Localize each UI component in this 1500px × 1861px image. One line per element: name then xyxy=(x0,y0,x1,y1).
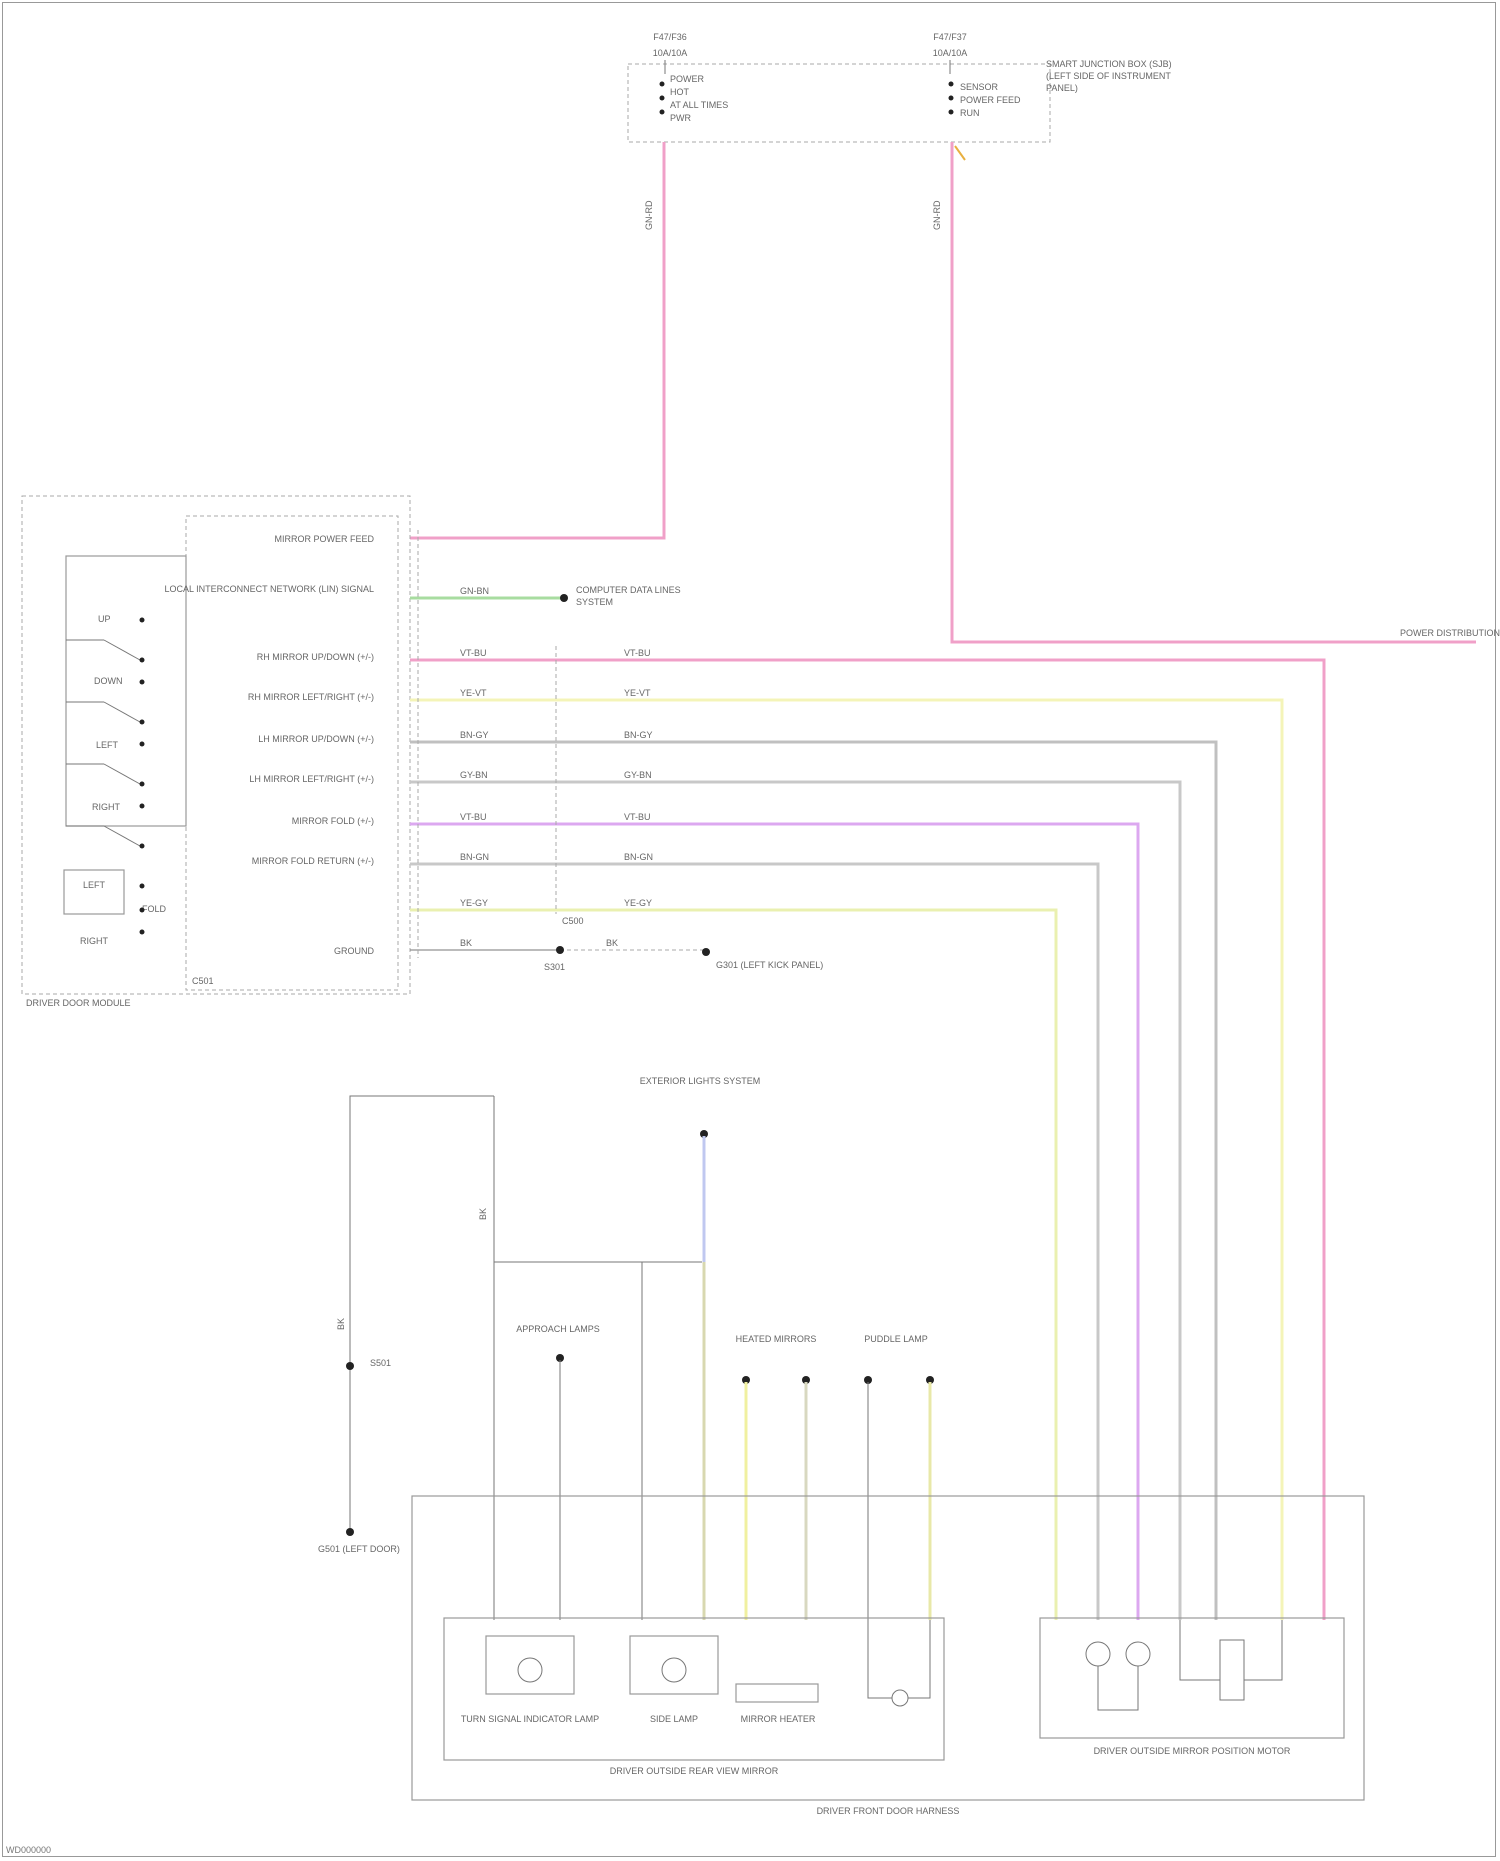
fuse-text-left-1: HOT xyxy=(670,87,690,97)
pin-func-2: RH MIRROR UP/DOWN (+/-) xyxy=(257,652,374,662)
mirror-motor-2 xyxy=(1126,1642,1150,1666)
heater-label: MIRROR HEATER xyxy=(741,1714,816,1724)
indicator-lamp-a: TURN SIGNAL INDICATOR LAMP xyxy=(461,1636,599,1724)
wire-label-6b: VT-BU xyxy=(624,812,651,822)
wire-label-feed-a: GN-RD xyxy=(644,200,654,230)
driver-door-module: DRIVER DOOR MODULE C501 UP DOWN LEFT RIG… xyxy=(22,496,410,1008)
pin-func-1: LOCAL INTERCONNECT NETWORK (LIN) SIGNAL xyxy=(164,584,374,594)
switch-left: LEFT xyxy=(66,740,145,787)
wire-label-3b: YE-VT xyxy=(624,688,651,698)
off-page-feed: POWER DISTRIBUTION xyxy=(1400,628,1500,638)
fuse-text-left-2: AT ALL TIMES xyxy=(670,100,728,110)
ground-main: G301 (LEFT KICK PANEL) xyxy=(716,960,823,970)
module-connector: C501 xyxy=(192,976,214,986)
indicator-lamp-b: SIDE LAMP xyxy=(630,1636,718,1724)
connector-inline: C500 xyxy=(562,916,584,926)
puddle-lamp xyxy=(868,1620,930,1706)
fold-motor xyxy=(1220,1640,1244,1700)
mirror-motor-label: DRIVER OUTSIDE MIRROR POSITION MOTOR xyxy=(1094,1746,1291,1756)
pin-func-3: RH MIRROR LEFT/RIGHT (+/-) xyxy=(248,692,374,702)
wire-label-9a: BK xyxy=(460,938,472,948)
fuse-text-right-2: RUN xyxy=(960,108,980,118)
wire-label-5b: GY-BN xyxy=(624,770,652,780)
wire-label-7b: BN-GN xyxy=(624,852,653,862)
fuse-text-left-3: PWR xyxy=(670,113,691,123)
selector-right: RIGHT xyxy=(80,936,109,946)
switch-label-left: LEFT xyxy=(96,740,119,750)
wire-label-door-gnd2: BK xyxy=(478,1208,488,1220)
switch-down: DOWN xyxy=(66,676,145,725)
wire-label-5a: GY-BN xyxy=(460,770,488,780)
switch-right: RIGHT xyxy=(66,802,145,849)
wire-label-4a: BN-GY xyxy=(460,730,489,740)
puddle-lamp-note: PUDDLE LAMP xyxy=(864,1334,928,1344)
wire-label-lin: GN-BN xyxy=(460,586,489,596)
module-output-wires: COMPUTER DATA LINES SYSTEM S301 G301 (LE… xyxy=(410,530,1324,1620)
splice-door: S501 xyxy=(370,1358,391,1368)
door-harness: DRIVER FRONT DOOR HARNESS DRIVER OUTSIDE… xyxy=(412,1496,1364,1816)
indicator-a-label: TURN SIGNAL INDICATOR LAMP xyxy=(461,1714,599,1724)
pin-func-4: LH MIRROR UP/DOWN (+/-) xyxy=(258,734,374,744)
fuse-text-right-0: SENSOR xyxy=(960,82,999,92)
wire-label-7a: BN-GN xyxy=(460,852,489,862)
pin-func-5: LH MIRROR LEFT/RIGHT (+/-) xyxy=(249,774,374,784)
wire-label-feed-b: GN-RD xyxy=(932,200,942,230)
fuse-text-right-1: POWER FEED xyxy=(960,95,1021,105)
wire-label-9b: BK xyxy=(606,938,618,948)
fuse-box: F47/F36 10A/10A F47/F37 10A/10A POWER HO… xyxy=(628,32,1176,142)
fuse-block-note: SMART JUNCTION BOX (SJB) (LEFT SIDE OF I… xyxy=(1046,58,1176,94)
ground-door: G501 (LEFT DOOR) xyxy=(318,1544,400,1554)
switch-label-right: RIGHT xyxy=(92,802,121,812)
approach-note: APPROACH LAMPS xyxy=(516,1324,600,1334)
fuse-text-left-0: POWER xyxy=(670,74,705,84)
mirror-heater: MIRROR HEATER xyxy=(736,1684,818,1724)
wire-label-2a: VT-BU xyxy=(460,648,487,658)
pin-function-labels: MIRROR POWER FEED LOCAL INTERCONNECT NET… xyxy=(164,534,374,956)
pin-func-0: MIRROR POWER FEED xyxy=(274,534,374,544)
selector-left: LEFT xyxy=(83,880,106,890)
selector-fold: FOLD xyxy=(142,904,167,914)
mirror-selector: LEFT FOLD RIGHT xyxy=(64,870,166,946)
switch-label-up: UP xyxy=(98,614,111,624)
wire-label-3a: YE-VT xyxy=(460,688,487,698)
pin-func-7: MIRROR FOLD RETURN (+/-) xyxy=(252,856,374,866)
wire-label-door-gnd: BK xyxy=(336,1318,346,1330)
door-ground-circuit: S501 G501 (LEFT DOOR) BK BK EXTERIOR LIG… xyxy=(318,1076,934,1620)
mirror-left-assembly: DRIVER OUTSIDE REAR VIEW MIRROR xyxy=(610,1766,779,1776)
wire-label-6a: VT-BU xyxy=(460,812,487,822)
fuse-a-label: F47/F36 xyxy=(653,32,687,42)
wire-label-8a: YE-GY xyxy=(460,898,488,908)
wire-label-4b: BN-GY xyxy=(624,730,653,740)
lin-target: COMPUTER DATA LINES SYSTEM xyxy=(576,584,696,608)
indicator-b-label: SIDE LAMP xyxy=(650,1714,698,1724)
heated-mirror-note: HEATED MIRRORS xyxy=(736,1334,817,1344)
fuse-a-rating: 10A/10A xyxy=(653,48,688,58)
power-feed-wires: GN-RD GN-RD POWER DISTRIBUTION xyxy=(410,142,1500,642)
switch-label-down: DOWN xyxy=(94,676,123,686)
exterior-lights: EXTERIOR LIGHTS SYSTEM xyxy=(640,1076,761,1086)
wire-label-8b: YE-GY xyxy=(624,898,652,908)
fuse-b-rating: 10A/10A xyxy=(933,48,968,58)
footer-code: WD000000 xyxy=(6,1845,51,1855)
wire-label-2b: VT-BU xyxy=(624,648,651,658)
pin-func-6: MIRROR FOLD (+/-) xyxy=(292,816,374,826)
switch-up: UP xyxy=(66,614,145,663)
splice-ground: S301 xyxy=(544,962,565,972)
pin-func-8: GROUND xyxy=(334,946,374,956)
module-name: DRIVER DOOR MODULE xyxy=(26,998,131,1008)
mirror-motor-1 xyxy=(1086,1642,1110,1666)
door-harness-label: DRIVER FRONT DOOR HARNESS xyxy=(817,1806,960,1816)
fuse-b-label: F47/F37 xyxy=(933,32,967,42)
